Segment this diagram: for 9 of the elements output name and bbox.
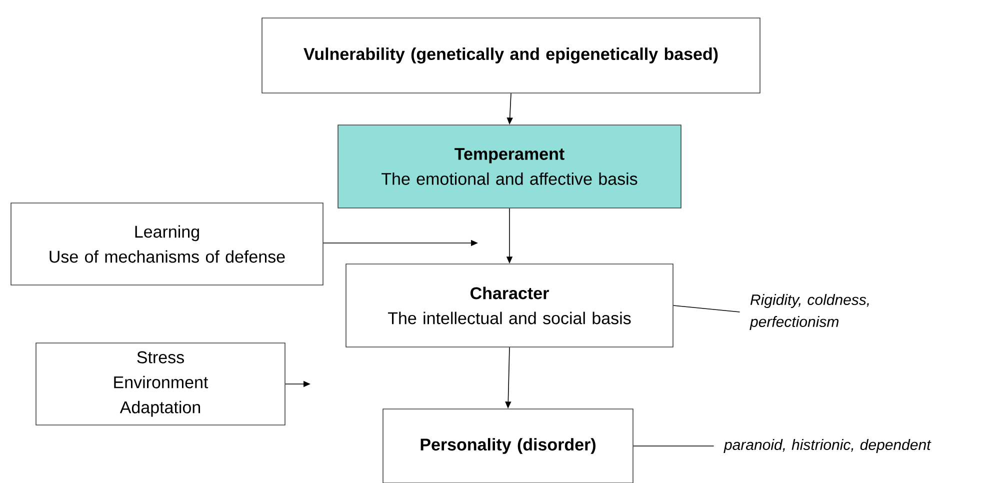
- input-box: Learning Use of mechanisms of defense: [10, 202, 324, 286]
- process-box: Character The intellectual and social basis: [346, 264, 674, 348]
- process-box: Personality (disorder): [382, 408, 634, 483]
- process-box: Temperament The emotional and affective basis: [338, 124, 682, 208]
- note-text: Rigidity, coldness, perfectionism: [750, 294, 869, 330]
- input-box: Stress Environment Adaptation: [36, 342, 286, 426]
- leader-line: [673, 305, 740, 312]
- process-box: Vulnerability (genetically and epigenetically based): [262, 18, 760, 94]
- note-text: paranoid, histrionic, dependent: [724, 439, 932, 453]
